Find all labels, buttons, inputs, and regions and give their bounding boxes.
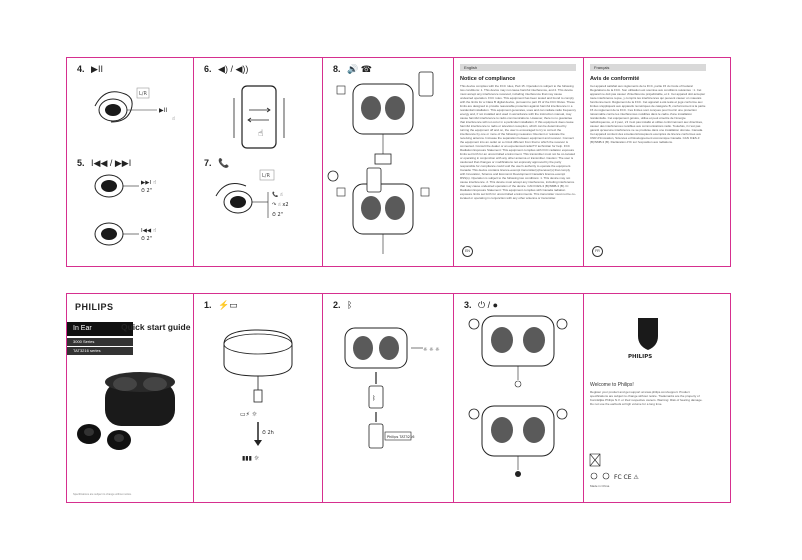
svg-text:📞 ☝: 📞 ☝ — [272, 191, 283, 198]
step-number: 7. — [204, 158, 212, 168]
fold-line — [453, 294, 454, 502]
panel-compliance-english: English Notice of compliance This device… — [454, 58, 583, 266]
svg-text:☝: ☝ — [172, 116, 175, 122]
philips-shield-logo: PHILIPS — [628, 318, 658, 360]
panel-step-2: 2. ᛒ ☼ ☼ ☼ ᛒ Philips TAT3216 — [323, 294, 453, 502]
step-2-title: 2. ᛒ — [333, 300, 352, 310]
guide-title: Quick start guide — [121, 322, 191, 332]
svg-text:▶II: ▶II — [159, 107, 167, 114]
play-pause-icon: ▶II — [91, 64, 103, 74]
charging-illustration: ▭⚡ ☼ ⏱ 2h ▮▮▮ ☼ — [223, 329, 293, 462]
svg-text:L/R: L/R — [262, 173, 270, 179]
earbud-skip-illustration: ▶▶I ☝ ⏱ 2" I◀◀ ☝ ⏱ 2" — [94, 174, 156, 246]
language-badge: FR — [592, 246, 603, 257]
step-number: 2. — [333, 300, 341, 310]
step-8-title: 8. 🔊 ☎ — [333, 64, 372, 75]
svg-text:Philips TAT3216: Philips TAT3216 — [387, 435, 414, 439]
skip-track-icon: I◀◀ / ▶▶I — [91, 158, 132, 168]
language-badge: EN — [462, 246, 473, 257]
step-3-title: 3. ⏻ / ● — [464, 300, 498, 311]
welcome-footer: Made in China — [590, 484, 610, 488]
step-6-title: 6. ◀) / ◀)) — [204, 64, 248, 75]
top-sheet: 4. ▶II L/R ▶II ☝ 5. I◀◀ / ▶▶I ▶▶I ☝ ⏱ 2" — [66, 57, 731, 267]
earbud-call-illustration: L/R 📞 ☝ ↷ ☝ x2 ⏱ 2" — [215, 169, 289, 218]
svg-text:▶▶I ☝: ▶▶I ☝ — [141, 180, 156, 186]
compliance-body: Cet appareil satisfait aux règlements de… — [590, 84, 706, 144]
step-number: 1. — [204, 300, 212, 310]
svg-text:FC CE ⚠: FC CE ⚠ — [614, 474, 639, 481]
phone-volume-illustration: ☝ — [233, 85, 285, 149]
fold-line — [193, 58, 194, 266]
language-tab: Français — [590, 64, 706, 71]
step-5-title: 5. I◀◀ / ▶▶I — [77, 158, 131, 169]
welcome-body: Register your product and get support at… — [590, 390, 703, 406]
step-number: 5. — [77, 158, 85, 168]
cover-footnote: Specifications are subject to change wit… — [73, 493, 132, 496]
fold-line — [193, 294, 194, 502]
svg-text:⏱ 2": ⏱ 2" — [141, 188, 152, 194]
svg-text:☼ ☼ ☼: ☼ ☼ ☼ — [423, 347, 440, 353]
panel-steps-4-5: 4. ▶II L/R ▶II ☝ 5. I◀◀ / ▶▶I ▶▶I ☝ ⏱ 2" — [67, 58, 193, 266]
panel-compliance-french: Français Avis de conformité Cet appareil… — [584, 58, 730, 266]
step-number: 8. — [333, 64, 341, 74]
step-number: 6. — [204, 64, 212, 74]
fold-line — [583, 58, 584, 266]
panel-step-8: 8. 🔊 ☎ — [323, 58, 453, 266]
compliance-body: This device complies with the FCC rules,… — [460, 84, 576, 200]
panel-steps-6-7: 6. ◀) / ◀)) ☝ 7. 📞 L/R 📞 ☝ ↷ ☝ x2 — [194, 58, 322, 266]
svg-text:I◀◀ ☝: I◀◀ ☝ — [141, 228, 156, 234]
step-number: 4. — [77, 64, 85, 74]
step-number: 3. — [464, 300, 472, 310]
phone-call-icon: 📞 — [218, 158, 230, 168]
power-icon: ⏻ / ● — [478, 300, 499, 310]
svg-text:ᛒ: ᛒ — [372, 395, 376, 402]
svg-text:⏱ 2": ⏱ 2" — [272, 212, 283, 218]
bluetooth-icon: ᛒ — [347, 300, 353, 310]
language-tab: English — [460, 64, 576, 71]
voice-assistant-icon: 🔊 ☎ — [347, 64, 372, 74]
certification-marks: FC CE ⚠ — [589, 453, 639, 481]
fold-line — [322, 294, 323, 502]
battery-charge-icon: ⚡▭ — [218, 300, 238, 310]
fold-line — [453, 58, 454, 266]
svg-text:⏱ 2": ⏱ 2" — [141, 236, 152, 242]
step-4-title: 4. ▶II — [77, 64, 103, 75]
svg-text:▮▮▮ ☼: ▮▮▮ ☼ — [242, 455, 260, 462]
compliance-heading: Avis de conformité — [590, 76, 640, 82]
product-photo — [77, 372, 175, 450]
bottom-sheet: PHILIPS In Ear 3000 Series TAT3216 serie… — [66, 293, 731, 503]
volume-icon: ◀) / ◀)) — [218, 64, 249, 74]
product-series: 3000 Series — [67, 338, 133, 346]
panel-cover: PHILIPS In Ear 3000 Series TAT3216 serie… — [67, 294, 193, 502]
svg-text:PHILIPS: PHILIPS — [628, 354, 652, 360]
earbud-tap-illustration: L/R ▶II ☝ — [94, 87, 175, 123]
step-7-title: 7. 📞 — [204, 158, 229, 169]
svg-text:↷ ☝ x2: ↷ ☝ x2 — [272, 202, 289, 208]
panel-welcome: PHILIPS Welcome to Philips! Register you… — [584, 294, 730, 502]
svg-text:L/R: L/R — [139, 91, 147, 97]
bluetooth-pairing-illustration: ☼ ☼ ☼ ᛒ Philips TAT3216 — [344, 327, 440, 449]
svg-text:⏱ 2h: ⏱ 2h — [262, 430, 274, 436]
panel-step-3: 3. ⏻ / ● — [454, 294, 583, 502]
model-number: TAT3216 series — [67, 347, 133, 355]
charging-case-pairing-illustration — [327, 71, 434, 254]
brand-logo: PHILIPS — [75, 302, 114, 312]
fold-line — [322, 58, 323, 266]
step-1-title: 1. ⚡▭ — [204, 300, 238, 311]
power-on-off-illustration — [468, 315, 568, 477]
welcome-title: Welcome to Philips! — [590, 382, 634, 388]
compliance-heading: Notice of compliance — [460, 76, 516, 82]
panel-step-1: 1. ⚡▭ ▭⚡ ☼ ⏱ 2h ▮▮▮ ☼ — [194, 294, 322, 502]
svg-text:☝: ☝ — [258, 129, 263, 139]
svg-text:▭⚡ ☼: ▭⚡ ☼ — [240, 411, 258, 418]
fold-line — [583, 294, 584, 502]
product-line: In Ear — [67, 322, 133, 336]
